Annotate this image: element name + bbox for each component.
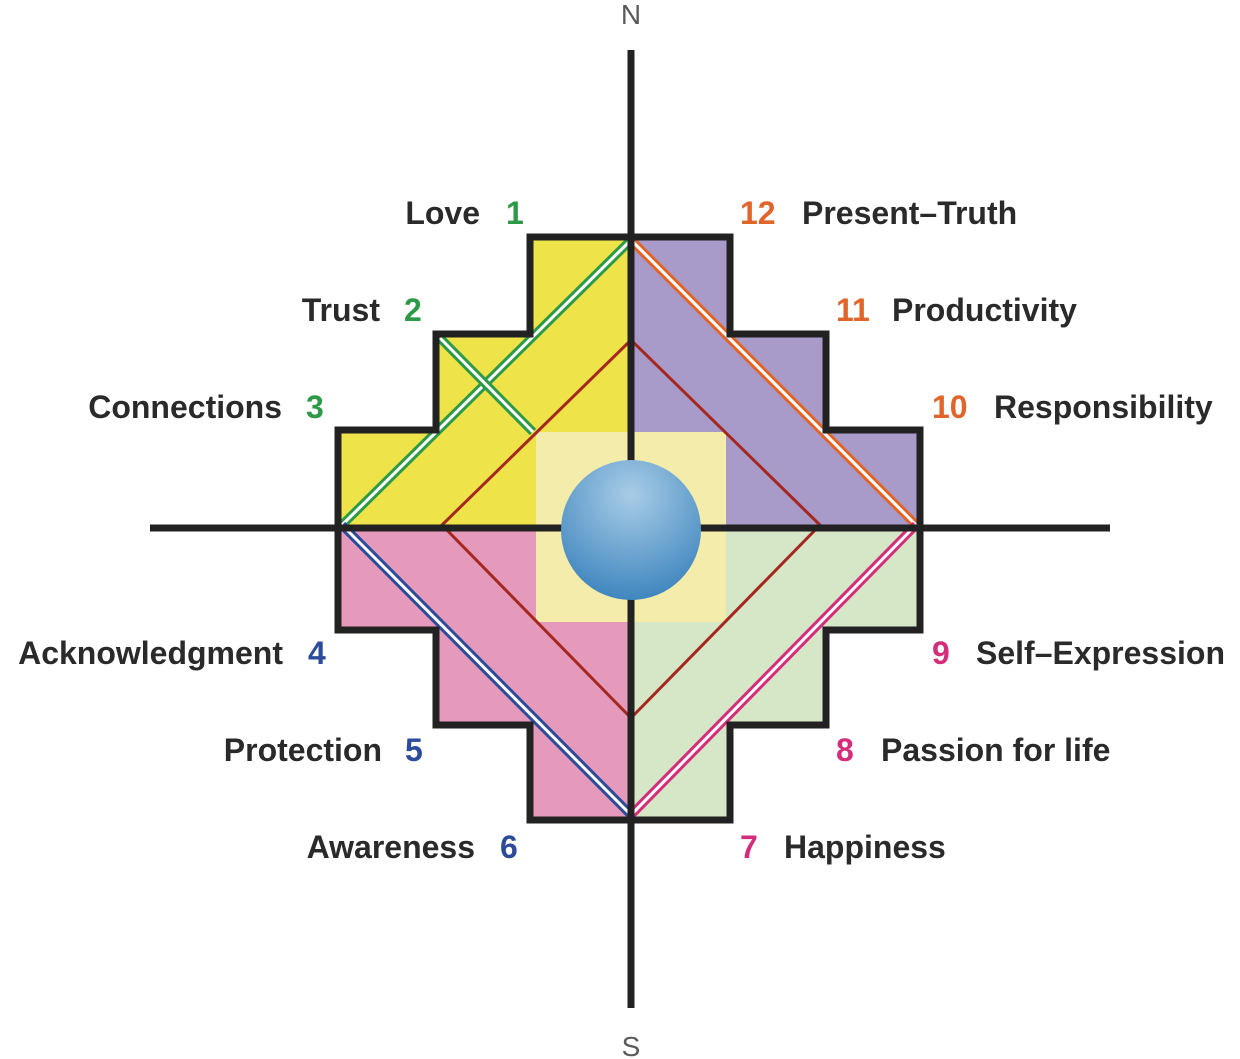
value-number-5: 5: [405, 732, 423, 768]
value-number-9: 9: [932, 635, 950, 671]
value-label-happiness: Happiness: [784, 829, 946, 865]
value-number-1: 1: [506, 195, 524, 231]
north-label: N: [621, 0, 641, 30]
south-label: S: [622, 1031, 641, 1059]
value-label-trust: Trust: [302, 292, 381, 328]
value-number-6: 6: [500, 829, 518, 865]
value-label-connections: Connections: [88, 389, 282, 425]
value-label-productivity: Productivity: [892, 292, 1077, 328]
value-label-present-truth: Present–Truth: [802, 195, 1017, 231]
value-number-2: 2: [404, 292, 422, 328]
value-number-12: 12: [740, 195, 776, 231]
stepped-cross-outline: [334, 233, 924, 824]
value-number-8: 8: [836, 732, 854, 768]
value-label-love: Love: [405, 195, 480, 231]
outer-diamond: [338, 236, 920, 819]
value-label-awareness: Awareness: [307, 829, 475, 865]
value-label-self-expression: Self–Expression: [976, 635, 1225, 671]
value-label-responsibility: Responsibility: [994, 389, 1213, 425]
value-number-7: 7: [740, 829, 758, 865]
value-number-3: 3: [306, 389, 324, 425]
value-number-4: 4: [308, 635, 326, 671]
value-number-10: 10: [932, 389, 968, 425]
value-label-acknowledgment: Acknowledgment: [18, 635, 283, 671]
center-circle: [561, 460, 701, 600]
value-label-passion-for-life: Passion for life: [881, 732, 1110, 768]
value-label-protection: Protection: [224, 732, 382, 768]
value-number-11: 11: [836, 292, 870, 328]
